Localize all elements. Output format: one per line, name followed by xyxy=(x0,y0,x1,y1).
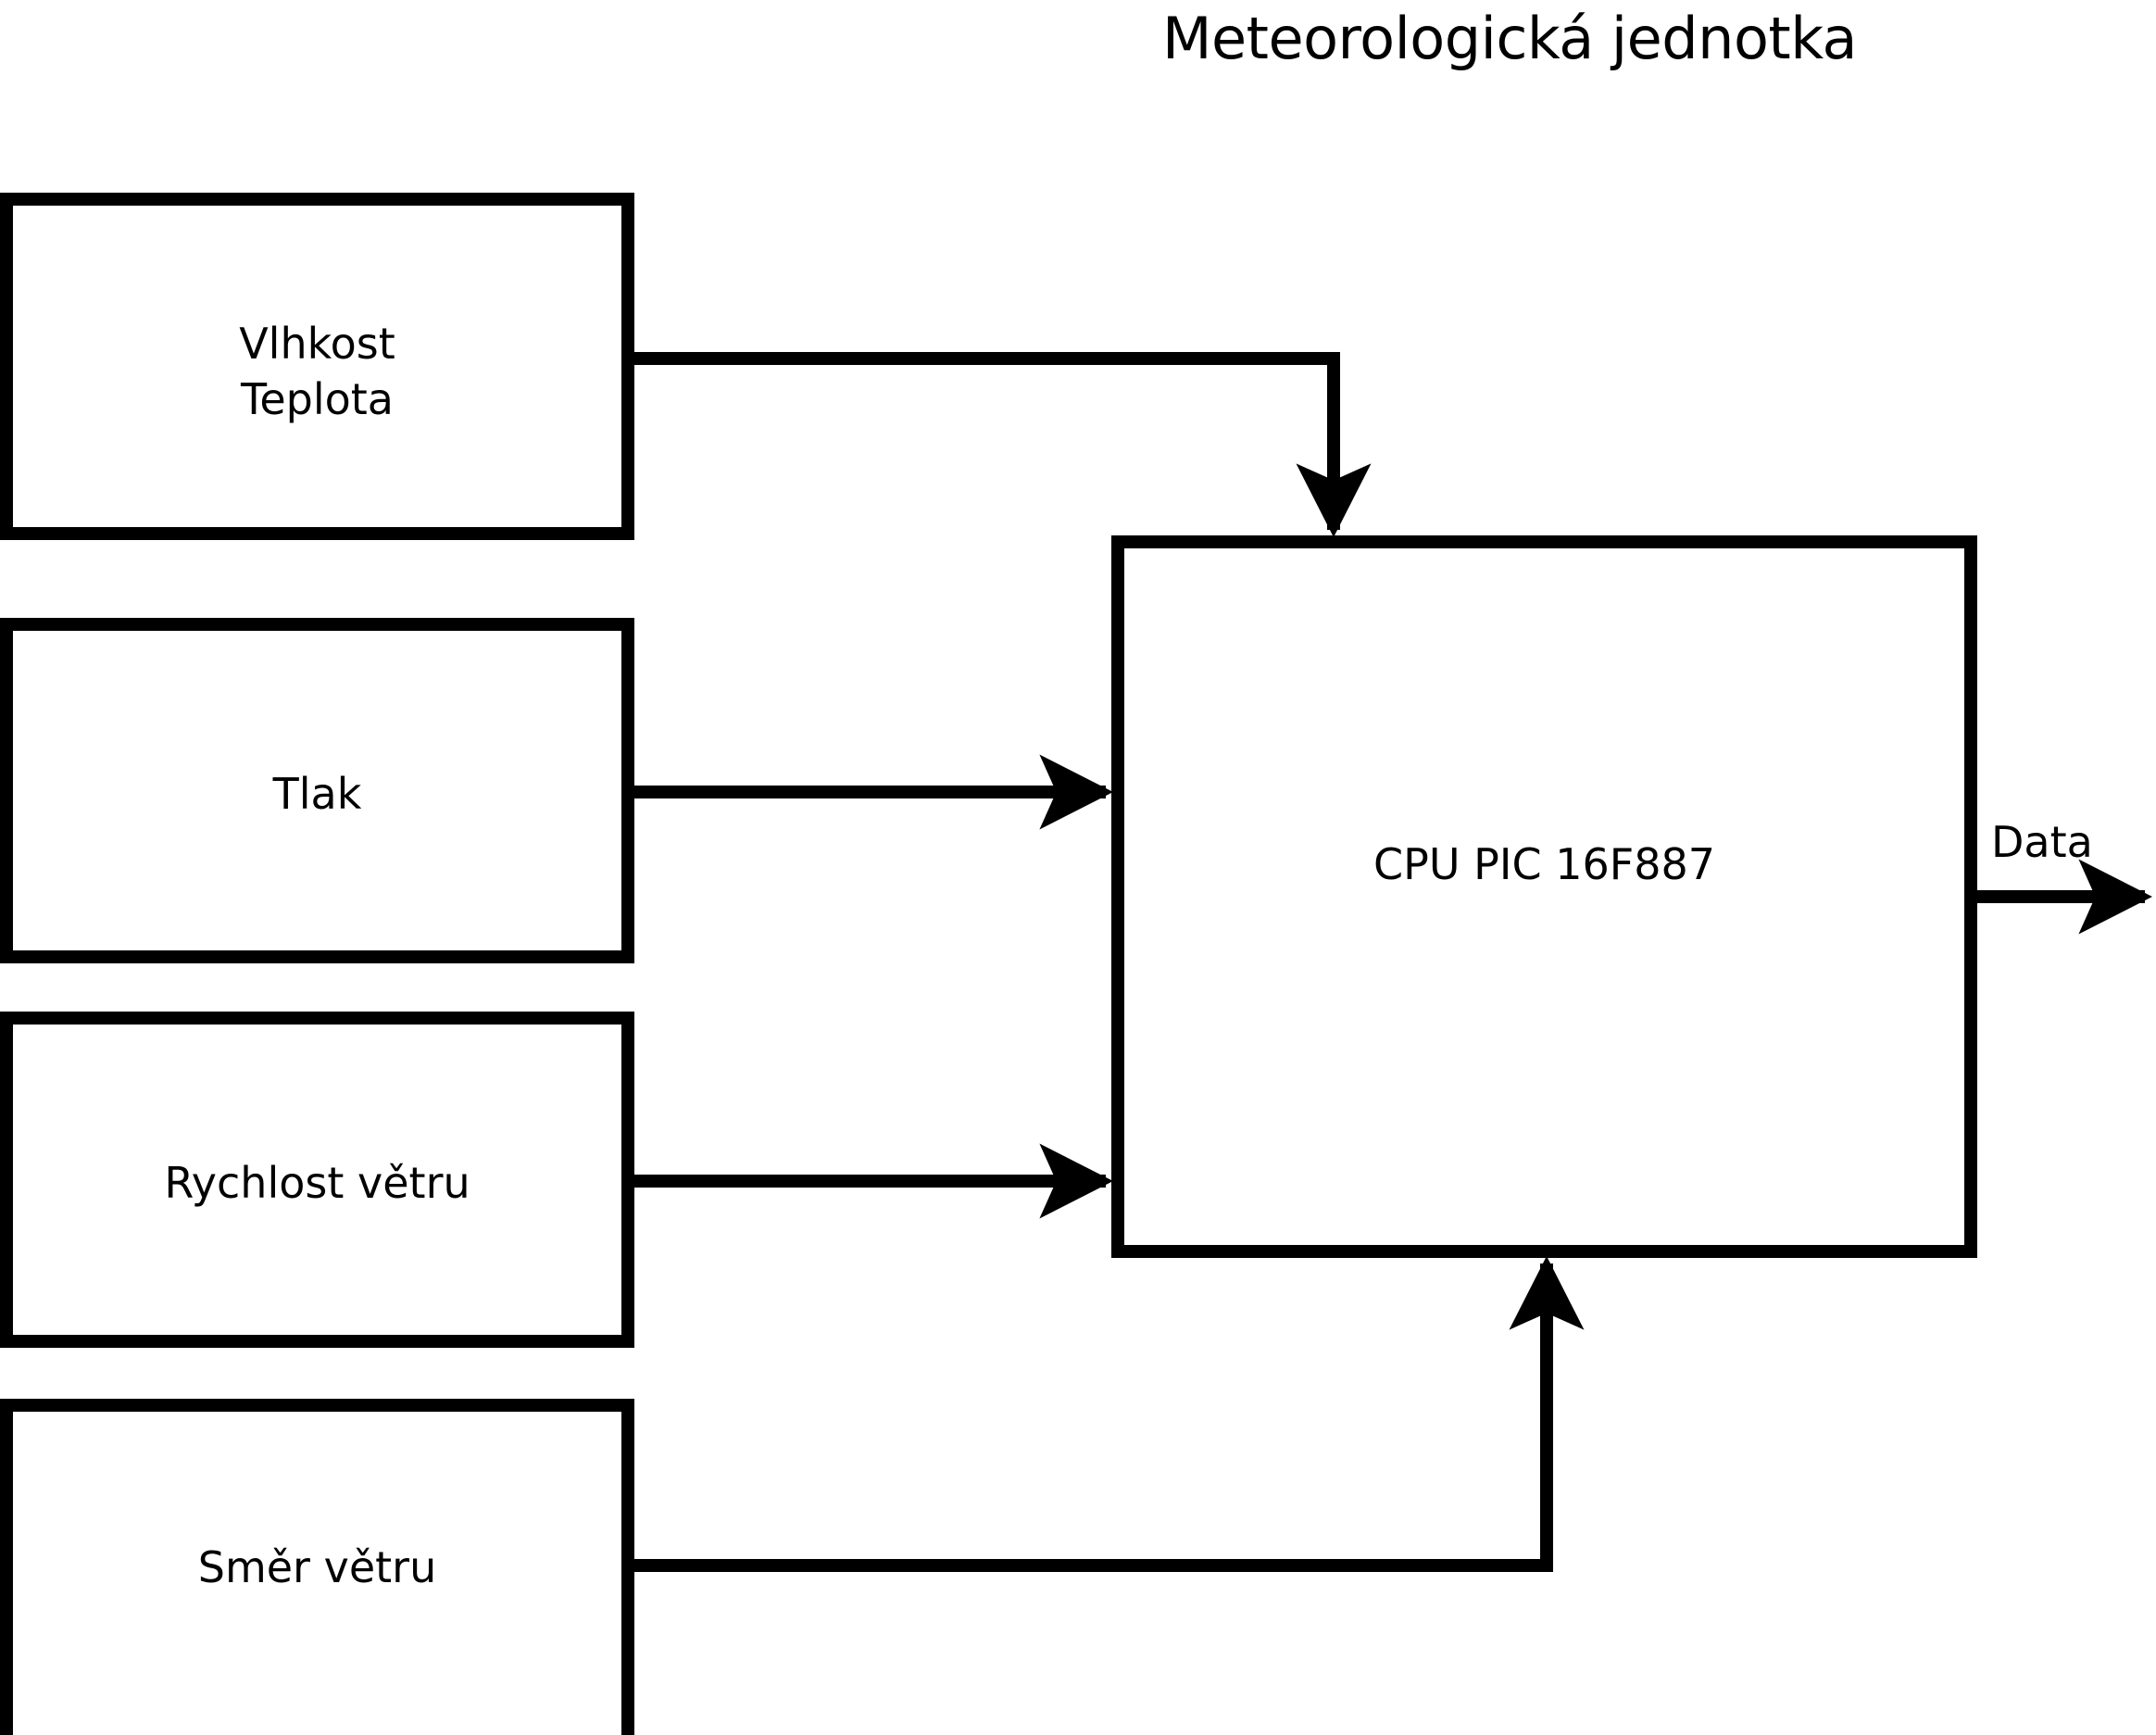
node-sensor-humidity-temp xyxy=(0,193,634,540)
edge-wind-direction-to-cpu xyxy=(634,1256,1585,1572)
node-cpu xyxy=(1111,535,1977,1258)
node-sensor-pressure xyxy=(0,618,634,963)
edge-humidity-to-cpu xyxy=(634,352,1372,537)
node-sensor-wind-direction xyxy=(0,1399,634,1735)
node-sensor-wind-speed xyxy=(0,1012,634,1348)
